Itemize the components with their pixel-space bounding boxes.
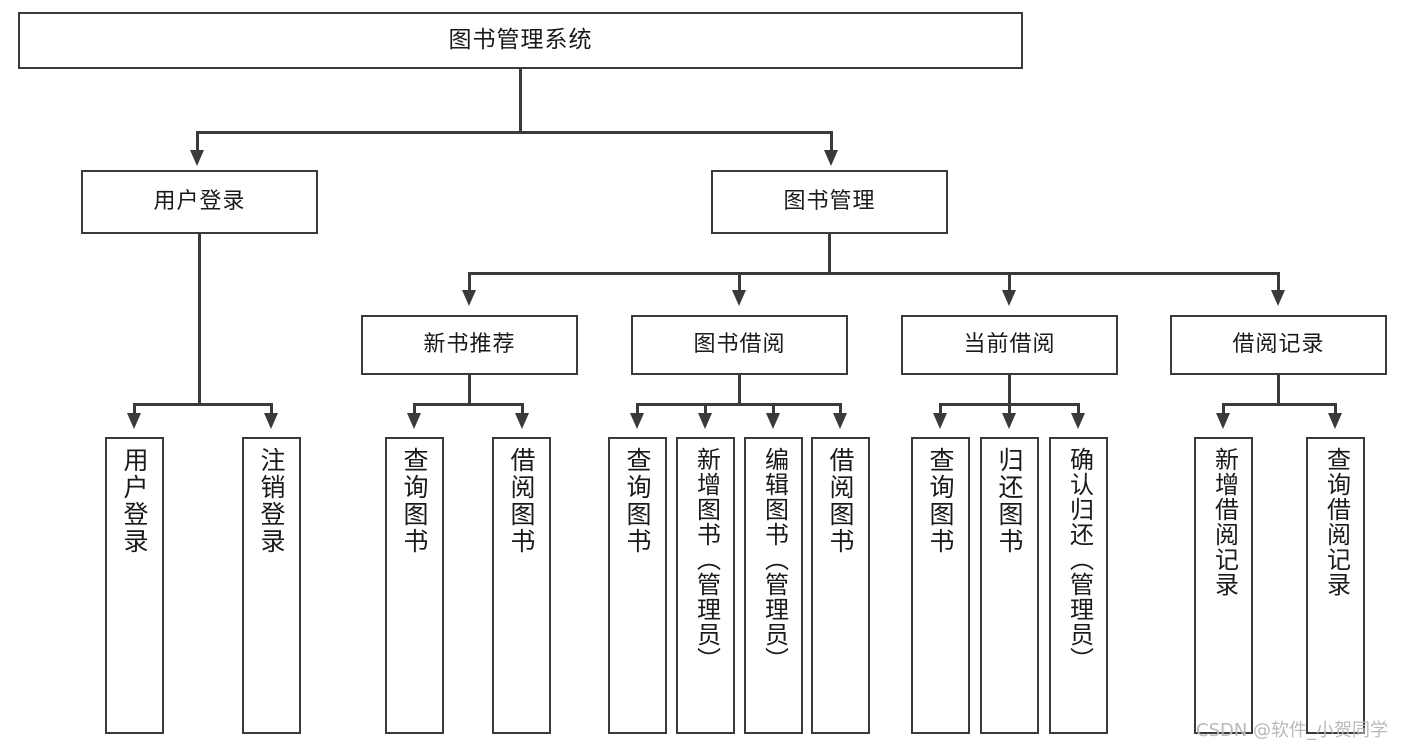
connector-user-login-drop-2 (270, 403, 273, 415)
connector-bb-bus (636, 403, 841, 406)
connector-bm-drop-1 (468, 272, 471, 292)
arrowhead-bb-leaf-4 (833, 413, 847, 429)
connector-cb-drop-3 (1077, 403, 1080, 415)
connector-user-login-bus (133, 403, 272, 406)
connector-br-drop-1 (1222, 403, 1225, 415)
arrowhead-bb-leaf-3 (766, 413, 780, 429)
connector-bb-drop-4 (839, 403, 842, 415)
node-label: 查询借阅记录 (1322, 447, 1351, 597)
node-label: 借阅图书 (507, 447, 536, 555)
node-label: 借阅图书 (826, 447, 855, 555)
node-label: 借阅记录 (1232, 331, 1325, 357)
connector-bb-drop-3 (772, 403, 775, 415)
node-label: 编辑图书（管理员） (760, 447, 789, 672)
leaf-user-login-logout[interactable]: 注销登录 (242, 437, 301, 734)
arrowhead-cb-leaf-2 (1002, 413, 1016, 429)
node-label: 图书管理 (783, 188, 876, 214)
node-book-borrow[interactable]: 图书借阅 (631, 315, 848, 375)
arrowhead-nbr-leaf-2 (515, 413, 529, 429)
node-label: 图书借阅 (693, 331, 786, 357)
connector-book-management-bus (468, 272, 1280, 275)
node-label: 图书管理系统 (448, 26, 593, 53)
connector-nbr-stem (468, 375, 471, 405)
arrowhead-to-book-borrow (732, 290, 746, 306)
connector-user-login-stem (198, 234, 201, 405)
leaf-book-borrow-query-book[interactable]: 查询图书 (608, 437, 667, 734)
node-label: 新书推荐 (423, 331, 516, 357)
node-borrow-record[interactable]: 借阅记录 (1170, 315, 1387, 375)
node-label: 查询图书 (400, 447, 429, 555)
watermark-text: CSDN @软件_小贺同学 (1196, 720, 1389, 741)
connector-cb-drop-1 (939, 403, 942, 415)
leaf-current-borrow-query-book[interactable]: 查询图书 (911, 437, 970, 734)
arrowhead-nbr-leaf-1 (407, 413, 421, 429)
connector-root-to-book-management (830, 131, 833, 153)
arrowhead-to-book-management (824, 150, 838, 166)
connector-bb-drop-2 (704, 403, 707, 415)
arrowhead-to-current-borrow (1002, 290, 1016, 306)
connector-bb-stem (738, 375, 741, 405)
connector-br-stem (1277, 375, 1280, 405)
node-label: 确认归还（管理员） (1065, 447, 1094, 672)
connector-root-to-user-login (196, 131, 199, 153)
node-label: 用户登录 (120, 447, 149, 555)
connector-bm-drop-3 (1008, 272, 1011, 292)
connector-bb-drop-1 (636, 403, 639, 415)
arrowhead-to-new-book-recommend (462, 290, 476, 306)
node-new-book-recommend[interactable]: 新书推荐 (361, 315, 578, 375)
connector-nbr-drop-2 (521, 403, 524, 415)
connector-br-bus (1222, 403, 1336, 406)
node-root-book-management-system[interactable]: 图书管理系统 (18, 12, 1023, 69)
connector-bm-drop-2 (738, 272, 741, 292)
leaf-user-login-login[interactable]: 用户登录 (105, 437, 164, 734)
node-label: 归还图书 (995, 447, 1024, 555)
leaf-book-borrow-borrow-book[interactable]: 借阅图书 (811, 437, 870, 734)
leaf-book-borrow-edit-book-admin[interactable]: 编辑图书（管理员） (744, 437, 803, 734)
node-user-login[interactable]: 用户登录 (81, 170, 318, 234)
arrowhead-br-leaf-2 (1328, 413, 1342, 429)
connector-bm-drop-4 (1277, 272, 1280, 292)
connector-book-management-stem (828, 234, 831, 274)
leaf-borrow-record-add-record[interactable]: 新增借阅记录 (1194, 437, 1253, 734)
arrowhead-cb-leaf-3 (1071, 413, 1085, 429)
node-label: 查询图书 (926, 447, 955, 555)
leaf-new-book-borrow-book[interactable]: 借阅图书 (492, 437, 551, 734)
connector-br-drop-2 (1334, 403, 1337, 415)
node-label: 用户登录 (153, 188, 246, 214)
connector-root-stem (519, 69, 522, 132)
connector-nbr-drop-1 (413, 403, 416, 415)
leaf-book-borrow-add-book-admin[interactable]: 新增图书（管理员） (676, 437, 735, 734)
leaf-new-book-query-book[interactable]: 查询图书 (385, 437, 444, 734)
arrowhead-cb-leaf-1 (933, 413, 947, 429)
connector-nbr-bus (413, 403, 523, 406)
arrowhead-user-login-leaf-2 (264, 413, 278, 429)
node-label: 查询图书 (623, 447, 652, 555)
node-label: 新增图书（管理员） (692, 447, 721, 672)
arrowhead-br-leaf-1 (1216, 413, 1230, 429)
node-label: 注销登录 (257, 447, 286, 555)
connector-cb-drop-2 (1008, 403, 1011, 415)
connector-cb-stem (1008, 375, 1011, 405)
arrowhead-bb-leaf-2 (698, 413, 712, 429)
connector-user-login-drop-1 (133, 403, 136, 415)
leaf-borrow-record-query-record[interactable]: 查询借阅记录 (1306, 437, 1365, 734)
leaf-current-borrow-confirm-return-admin[interactable]: 确认归还（管理员） (1049, 437, 1108, 734)
arrowhead-bb-leaf-1 (630, 413, 644, 429)
arrowhead-to-user-login (190, 150, 204, 166)
arrowhead-user-login-leaf-1 (127, 413, 141, 429)
connector-root-bus (196, 131, 833, 134)
node-current-borrow[interactable]: 当前借阅 (901, 315, 1118, 375)
node-label: 当前借阅 (963, 331, 1056, 357)
node-label: 新增借阅记录 (1210, 447, 1239, 597)
node-book-management[interactable]: 图书管理 (711, 170, 948, 234)
arrowhead-to-borrow-record (1271, 290, 1285, 306)
leaf-current-borrow-return-book[interactable]: 归还图书 (980, 437, 1039, 734)
